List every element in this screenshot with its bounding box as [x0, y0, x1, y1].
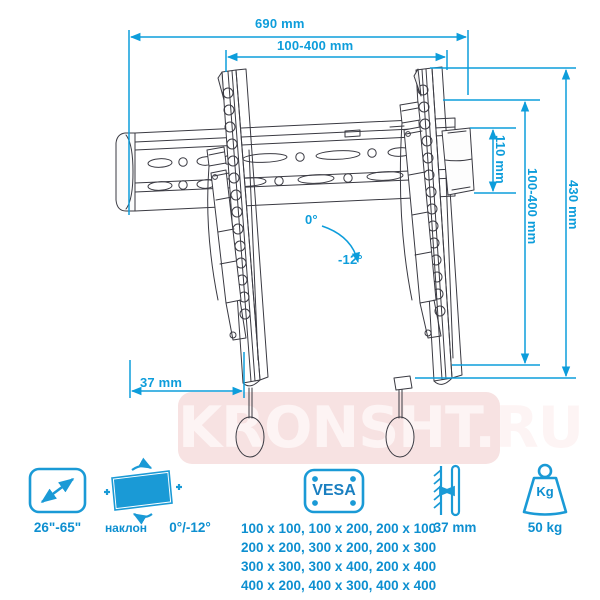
weight-icon — [522, 463, 568, 516]
vesa-icon — [303, 468, 365, 514]
right-mount-plate — [441, 127, 475, 196]
diagonal-arrow-screen-icon — [28, 467, 87, 514]
dim-label-37: 37 mm — [140, 375, 183, 390]
tilt-screen-icon — [104, 457, 182, 525]
vesa-pattern-row-1: 100 x 100, 100 x 200, 200 x 100 — [241, 521, 437, 536]
watermark-background — [178, 392, 500, 464]
dim-label-vesa-width: 100-400 mm — [277, 38, 354, 53]
tilt-arc — [321, 225, 360, 264]
right-tilt-linkage — [399, 101, 442, 339]
spec-label-screen-size: 26"-65" — [33, 520, 82, 535]
angle-label-zero: 0° — [305, 212, 318, 227]
spec-sublabel-weight: Kg — [536, 484, 554, 499]
angle-label-max-tilt: -12° — [338, 252, 363, 267]
spec-label-vesa-inner: VESA — [312, 482, 356, 499]
spec-sublabel-tilt: наклон — [104, 521, 148, 535]
spec-label-tilt-angle: 0°/-12° — [169, 520, 211, 535]
vesa-pattern-row-3: 300 x 300, 300 x 400, 200 x 400 — [241, 559, 437, 574]
spec-label-wall-distance: 37 mm — [433, 520, 477, 535]
left-pull-cord — [235, 387, 265, 458]
vesa-pattern-row-2: 200 x 200, 300 x 200, 200 x 300 — [241, 540, 437, 555]
right-pull-cord — [385, 384, 415, 458]
wall-distance-icon — [433, 464, 461, 517]
left-tilt-linkage — [206, 146, 247, 341]
dim-label-690: 690 mm — [255, 16, 305, 31]
vesa-pattern-row-4: 400 x 200, 400 x 300, 400 x 400 — [241, 578, 437, 593]
left-vertical-arm — [217, 68, 269, 387]
spec-label-max-load: 50 kg — [527, 520, 563, 535]
